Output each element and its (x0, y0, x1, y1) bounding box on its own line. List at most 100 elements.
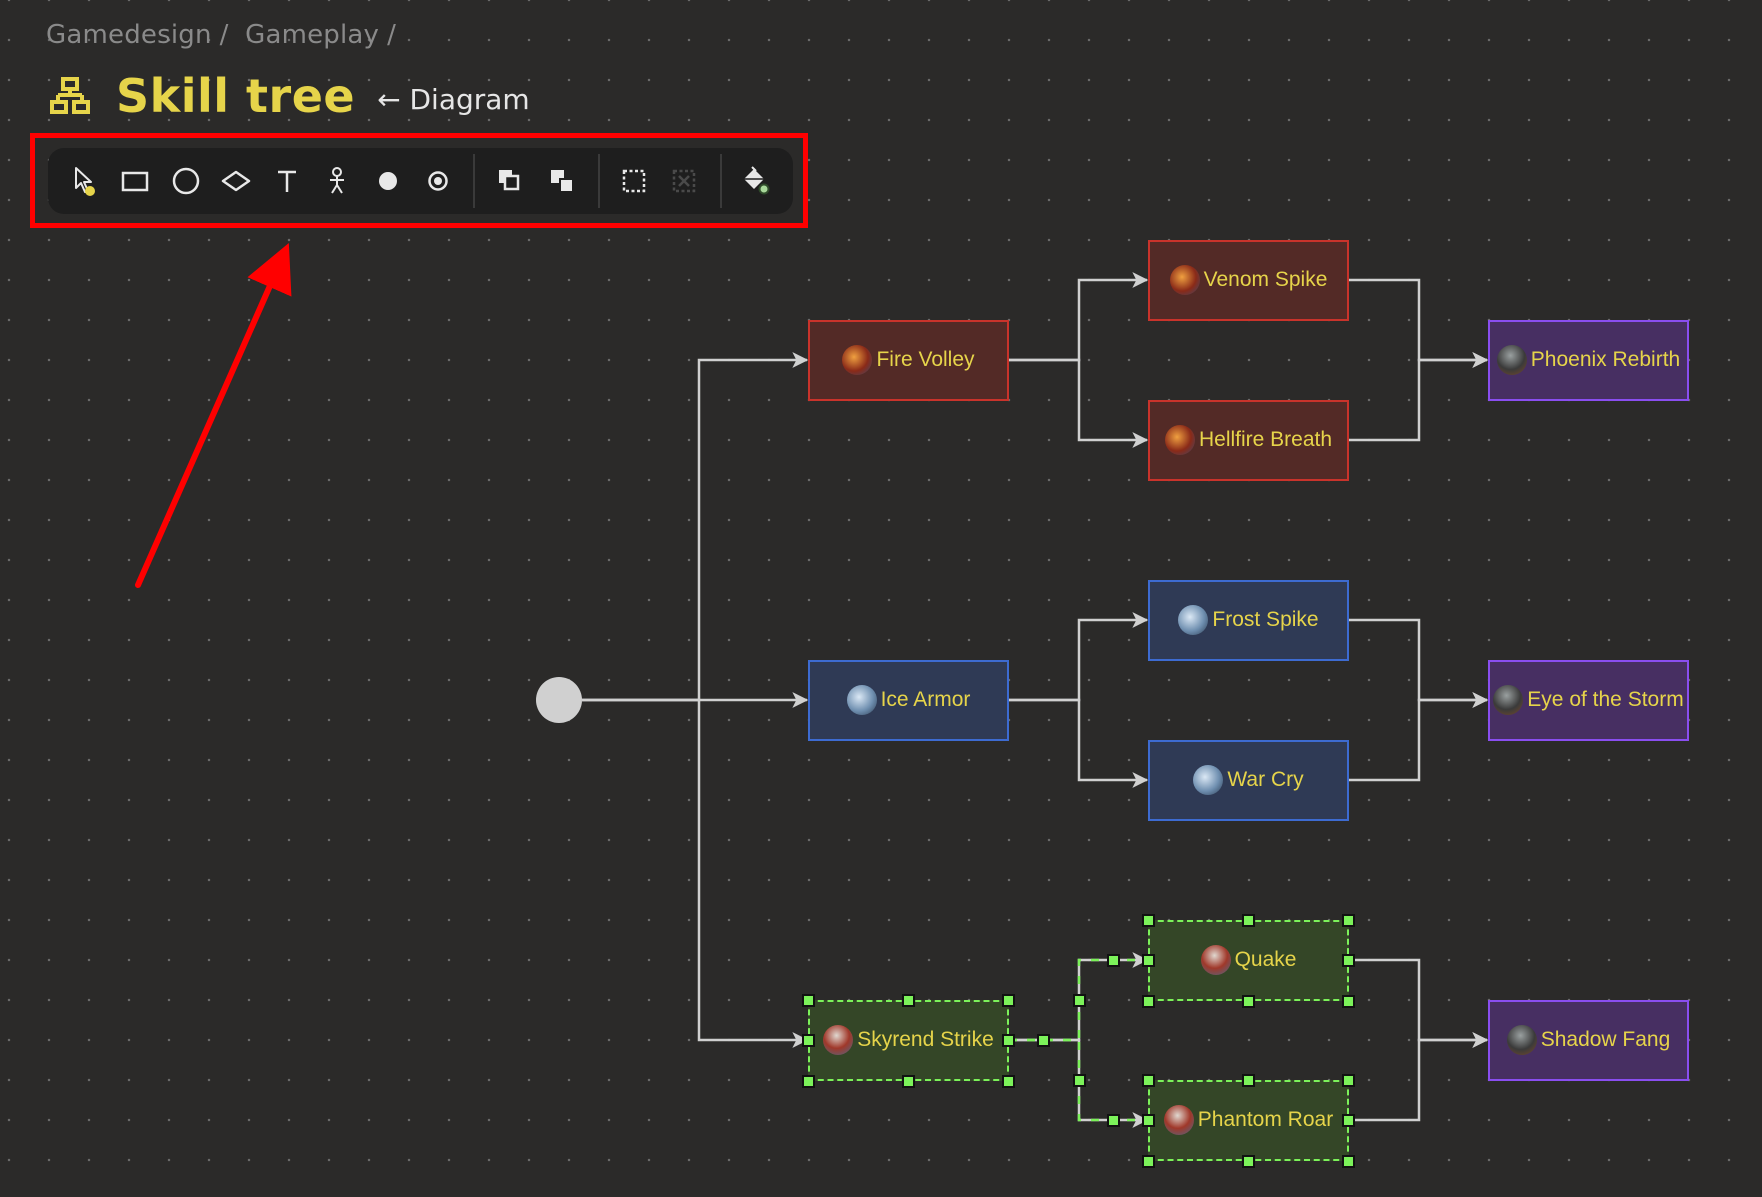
sitemap-icon (50, 77, 90, 114)
resize-handle[interactable] (1242, 1073, 1255, 1087)
skill-avatar-icon (1496, 345, 1527, 375)
connector-hellfire_breath-to-phoenix_rebirth[interactable] (1349, 352, 1489, 442)
page-title: Skill tree (116, 69, 356, 123)
send-back-icon (551, 170, 574, 193)
resize-handle[interactable] (1142, 994, 1155, 1008)
end-node-tool[interactable] (417, 160, 459, 202)
delete-selection-button[interactable] (663, 160, 705, 202)
paint-bucket-icon (744, 166, 770, 195)
rectangle-icon (121, 171, 149, 192)
circle-tool[interactable] (165, 160, 207, 202)
resize-handle[interactable] (1342, 1114, 1355, 1127)
skill-node-quake[interactable]: Quake (1148, 919, 1349, 1001)
resize-handle[interactable] (902, 993, 915, 1007)
connector-frost_spike-to-eye_of_the_storm[interactable] (1349, 618, 1489, 708)
skill-avatar-icon (1178, 605, 1209, 635)
resize-handle[interactable] (1142, 1114, 1155, 1127)
breadcrumb-item-gamedesign[interactable]: Gamedesign (46, 20, 212, 50)
toolbar-divider (473, 154, 475, 208)
resize-handle[interactable] (1107, 954, 1120, 967)
skill-node-label: Fire Volley (876, 348, 975, 371)
connector-phantom_roar-to-shadow_fang[interactable] (1349, 1032, 1489, 1122)
fill-color-button[interactable] (735, 160, 777, 202)
bring-to-front-button[interactable] (489, 160, 531, 202)
resize-handle[interactable] (1002, 1034, 1015, 1047)
resize-handle[interactable] (802, 993, 815, 1007)
connector-quake-to-shadow_fang[interactable] (1349, 958, 1489, 1048)
connector-ice_armor-to-war_cry[interactable] (1009, 698, 1149, 788)
resize-handle[interactable] (1342, 954, 1355, 967)
skill-node-label: Hellfire Breath (1198, 428, 1333, 451)
skill-avatar-icon (842, 345, 873, 375)
target-circle-icon (428, 171, 448, 191)
resize-handle[interactable] (1073, 994, 1086, 1007)
skill-node-war-cry[interactable]: War Cry (1148, 739, 1349, 821)
rectangle-tool[interactable] (114, 160, 156, 202)
start-node[interactable] (536, 677, 582, 723)
resize-handle[interactable] (802, 1074, 815, 1088)
connector-start-to-fire_volley[interactable] (582, 352, 809, 702)
skill-node-eye-of-the-storm[interactable]: Eye of the Storm (1488, 659, 1689, 741)
send-to-back-button[interactable] (541, 160, 583, 202)
skill-avatar-icon (823, 1025, 854, 1055)
resize-handle[interactable] (1107, 1114, 1120, 1127)
resize-handle[interactable] (1342, 1154, 1355, 1168)
filled-circle-icon (379, 172, 397, 190)
skill-node-label: Phoenix Rebirth (1530, 348, 1681, 371)
back-to-diagram-link[interactable]: ← Diagram (377, 82, 530, 116)
start-node-tool[interactable] (367, 160, 409, 202)
resize-handle[interactable] (1142, 913, 1155, 927)
text-tool[interactable] (266, 160, 308, 202)
resize-handle[interactable] (1342, 913, 1355, 927)
skill-node-hellfire-breath[interactable]: Hellfire Breath (1148, 399, 1349, 481)
resize-handle[interactable] (1037, 1034, 1050, 1047)
resize-handle[interactable] (1073, 1074, 1086, 1087)
skill-node-shadow-fang[interactable]: Shadow Fang (1488, 999, 1689, 1081)
skill-avatar-icon (846, 685, 877, 715)
stick-figure-icon (330, 167, 344, 194)
resize-handle[interactable] (1342, 994, 1355, 1008)
actor-tool[interactable] (316, 160, 358, 202)
skill-node-phantom-roar[interactable]: Phantom Roar (1148, 1079, 1349, 1161)
skill-node-skyrend-strike[interactable]: Skyrend Strike (808, 999, 1009, 1081)
skill-node-fire-volley[interactable]: Fire Volley (808, 319, 1009, 401)
connector-war_cry-to-eye_of_the_storm[interactable] (1349, 692, 1489, 782)
drawing-toolbar (48, 148, 793, 214)
skill-node-venom-spike[interactable]: Venom Spike (1148, 239, 1349, 321)
connector-venom_spike-to-phoenix_rebirth[interactable] (1349, 278, 1489, 368)
connector-start-to-skyrend_strike[interactable] (582, 698, 809, 1048)
skill-node-label: Shadow Fang (1540, 1028, 1671, 1051)
toolbar-divider (720, 154, 722, 208)
skill-avatar-icon (1493, 685, 1524, 715)
select-tool[interactable] (64, 160, 106, 202)
resize-handle[interactable] (1242, 994, 1255, 1008)
skill-node-label: Frost Spike (1212, 608, 1319, 631)
resize-handle[interactable] (902, 1074, 915, 1088)
resize-handle[interactable] (1142, 1073, 1155, 1087)
connector-fire_volley-to-venom_spike[interactable] (1009, 272, 1149, 362)
toolbar-divider (598, 154, 600, 208)
breadcrumb-item-gameplay[interactable]: Gameplay (245, 20, 380, 50)
resize-handle[interactable] (1142, 954, 1155, 967)
skill-node-label: Phantom Roar (1197, 1108, 1334, 1131)
breadcrumb-separator: / (387, 20, 397, 50)
resize-handle[interactable] (1142, 1154, 1155, 1168)
skill-avatar-icon (1200, 945, 1231, 975)
resize-handle[interactable] (1242, 913, 1255, 927)
skill-node-frost-spike[interactable]: Frost Spike (1148, 579, 1349, 661)
skill-node-ice-armor[interactable]: Ice Armor (808, 659, 1009, 741)
diamond-tool[interactable] (215, 160, 257, 202)
resize-handle[interactable] (802, 1034, 815, 1047)
resize-handle[interactable] (1242, 1154, 1255, 1168)
resize-handle[interactable] (1002, 1074, 1015, 1088)
skill-node-label: Eye of the Storm (1527, 688, 1684, 711)
resize-handle[interactable] (1342, 1073, 1355, 1087)
connector-fire_volley-to-hellfire_breath[interactable] (1009, 358, 1149, 448)
bring-front-icon (499, 170, 520, 191)
skill-node-phoenix-rebirth[interactable]: Phoenix Rebirth (1488, 319, 1689, 401)
connector-ice_armor-to-frost_spike[interactable] (1009, 612, 1149, 702)
breadcrumb-separator: / (219, 20, 229, 50)
resize-handle[interactable] (1002, 993, 1015, 1007)
group-select-button[interactable] (613, 160, 655, 202)
skill-node-label: Ice Armor (880, 688, 971, 711)
